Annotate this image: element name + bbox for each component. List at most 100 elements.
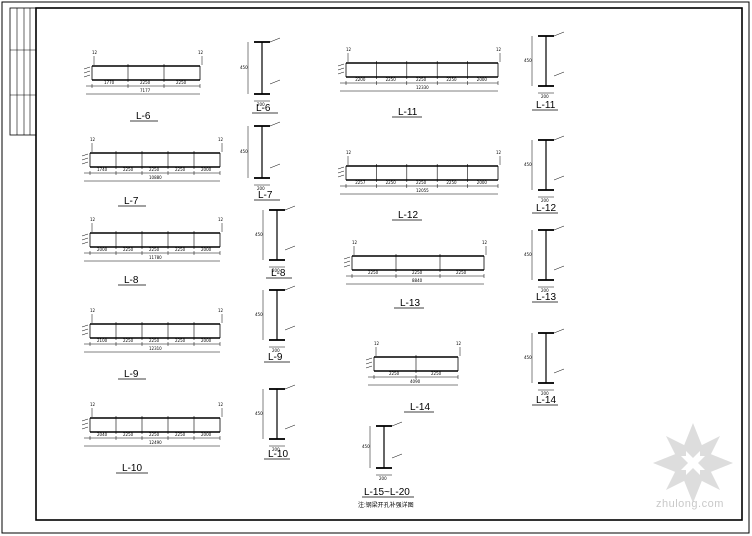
segment-dimension: 1740	[97, 167, 108, 172]
section-height-label: 450	[524, 355, 532, 360]
segment-dimension: 2250	[149, 247, 160, 252]
beam-section-s-6	[247, 37, 281, 102]
segment-dimension: 2250	[385, 180, 396, 185]
section-height-label: 450	[524, 162, 532, 167]
section-width-label: 200	[541, 94, 549, 99]
leader-bottom	[284, 424, 296, 430]
total-dimension: 11780	[149, 255, 162, 260]
segment-dimension: 2000	[201, 432, 212, 437]
title-strip	[9, 7, 37, 136]
total-dimension: 7177	[140, 88, 151, 93]
section-width-label: 200	[257, 186, 265, 191]
leader-bottom	[391, 453, 403, 459]
connection-hatch	[337, 174, 345, 178]
leader-top	[553, 135, 565, 141]
segment-dimension: 2250	[416, 77, 427, 82]
elevation-tag-left: 12	[374, 341, 380, 346]
section-title-l7: L-7	[258, 190, 273, 201]
segment-dimension: 2250	[123, 167, 134, 172]
connection-hatch	[83, 66, 91, 70]
beam-section-s-13	[531, 225, 565, 288]
beam-elevation-l-9	[81, 314, 223, 353]
elevation-tag-left: 12	[90, 137, 96, 142]
segment-dimension: 2250	[446, 180, 457, 185]
segment-dimension: 2040	[97, 432, 108, 437]
beam-elevation-l-13	[343, 246, 487, 285]
connection-hatch	[81, 157, 89, 161]
section-height-label: 450	[524, 252, 532, 257]
connection-hatch	[83, 70, 91, 74]
segment-dimension: 2250	[368, 270, 379, 275]
elevation-tag-left: 12	[90, 308, 96, 313]
total-dimension: 4090	[410, 379, 421, 384]
elevation-title-l12: L-12	[398, 210, 419, 221]
elevation-layer	[81, 53, 501, 474]
drawing-note: 注:钢梁开孔补强详图	[358, 503, 414, 509]
elevation-tag-left: 12	[346, 150, 352, 155]
elevation-tag-right: 12	[218, 217, 224, 222]
segment-dimension: 2250	[385, 77, 396, 82]
connection-hatch	[337, 63, 345, 67]
beam-elevation-l-14	[365, 347, 461, 386]
section-title-l6: L-6	[256, 103, 271, 114]
elevation-tag-right: 12	[482, 240, 488, 245]
connection-hatch	[343, 256, 351, 260]
segment-dimension: 2250	[149, 167, 160, 172]
beam-section-s-12	[531, 135, 565, 198]
elevation-tag-right: 12	[496, 47, 502, 52]
leader-bottom	[553, 368, 565, 374]
beam-elevation-l-10	[81, 408, 223, 447]
leader-top	[391, 421, 403, 427]
elevation-tag-left: 12	[352, 240, 358, 245]
segment-dimension: 2250	[431, 371, 442, 376]
connection-hatch	[81, 426, 89, 430]
section-width-label: 200	[541, 391, 549, 396]
elevation-title-l6: L-6	[136, 111, 151, 122]
segment-dimension: 2000	[201, 338, 212, 343]
section-title-l12: L-12	[536, 203, 557, 214]
section-width-label: 200	[257, 102, 265, 107]
leader-bottom	[553, 175, 565, 181]
connection-hatch	[81, 161, 89, 165]
segment-dimension: 2250	[175, 167, 186, 172]
elevation-tag-right: 12	[218, 308, 224, 313]
beam-section-s-7	[247, 121, 281, 186]
segment-dimension: 2250	[412, 270, 423, 275]
section-width-label: 200	[272, 348, 280, 353]
beam-elevation-l-11	[337, 53, 501, 92]
segment-dimension: 2000	[476, 180, 487, 185]
segment-dimension: 2250	[175, 338, 186, 343]
elevation-title-l8: L-8	[124, 275, 139, 286]
segment-dimension: 2200	[355, 77, 366, 82]
leader-top	[284, 384, 296, 390]
elevation-title-l10: L-10	[122, 463, 143, 474]
elevation-tag-right: 12	[218, 137, 224, 142]
elevation-tag-left: 12	[92, 50, 98, 55]
leader-bottom	[284, 325, 296, 331]
segment-dimension: 2250	[123, 247, 134, 252]
connection-hatch	[365, 365, 373, 369]
leader-bottom	[284, 245, 296, 251]
total-dimension: 12310	[149, 346, 162, 351]
segment-dimension: 2250	[446, 77, 457, 82]
connection-hatch	[83, 74, 91, 78]
total-dimension: 8840	[412, 278, 423, 283]
segment-dimension: 2257	[355, 180, 366, 185]
segment-dimension: 2000	[476, 77, 487, 82]
connection-hatch	[337, 166, 345, 170]
elevation-tag-right: 12	[456, 341, 462, 346]
elevation-tag-right: 12	[198, 50, 204, 55]
beam-elevation-l-12	[337, 156, 501, 195]
segment-dimension: 2250	[149, 432, 160, 437]
segment-dimension: 2250	[416, 180, 427, 185]
section-title-l15-l20: L-15~L-20	[364, 487, 410, 498]
watermark-logo	[653, 423, 733, 503]
connection-hatch	[337, 67, 345, 71]
total-dimension: 12490	[149, 440, 162, 445]
elevation-tag-left: 12	[346, 47, 352, 52]
elevation-tag-right: 12	[218, 402, 224, 407]
section-height-label: 450	[255, 232, 263, 237]
elevation-title-l11: L-11	[398, 107, 418, 118]
section-width-label: 200	[541, 198, 549, 203]
